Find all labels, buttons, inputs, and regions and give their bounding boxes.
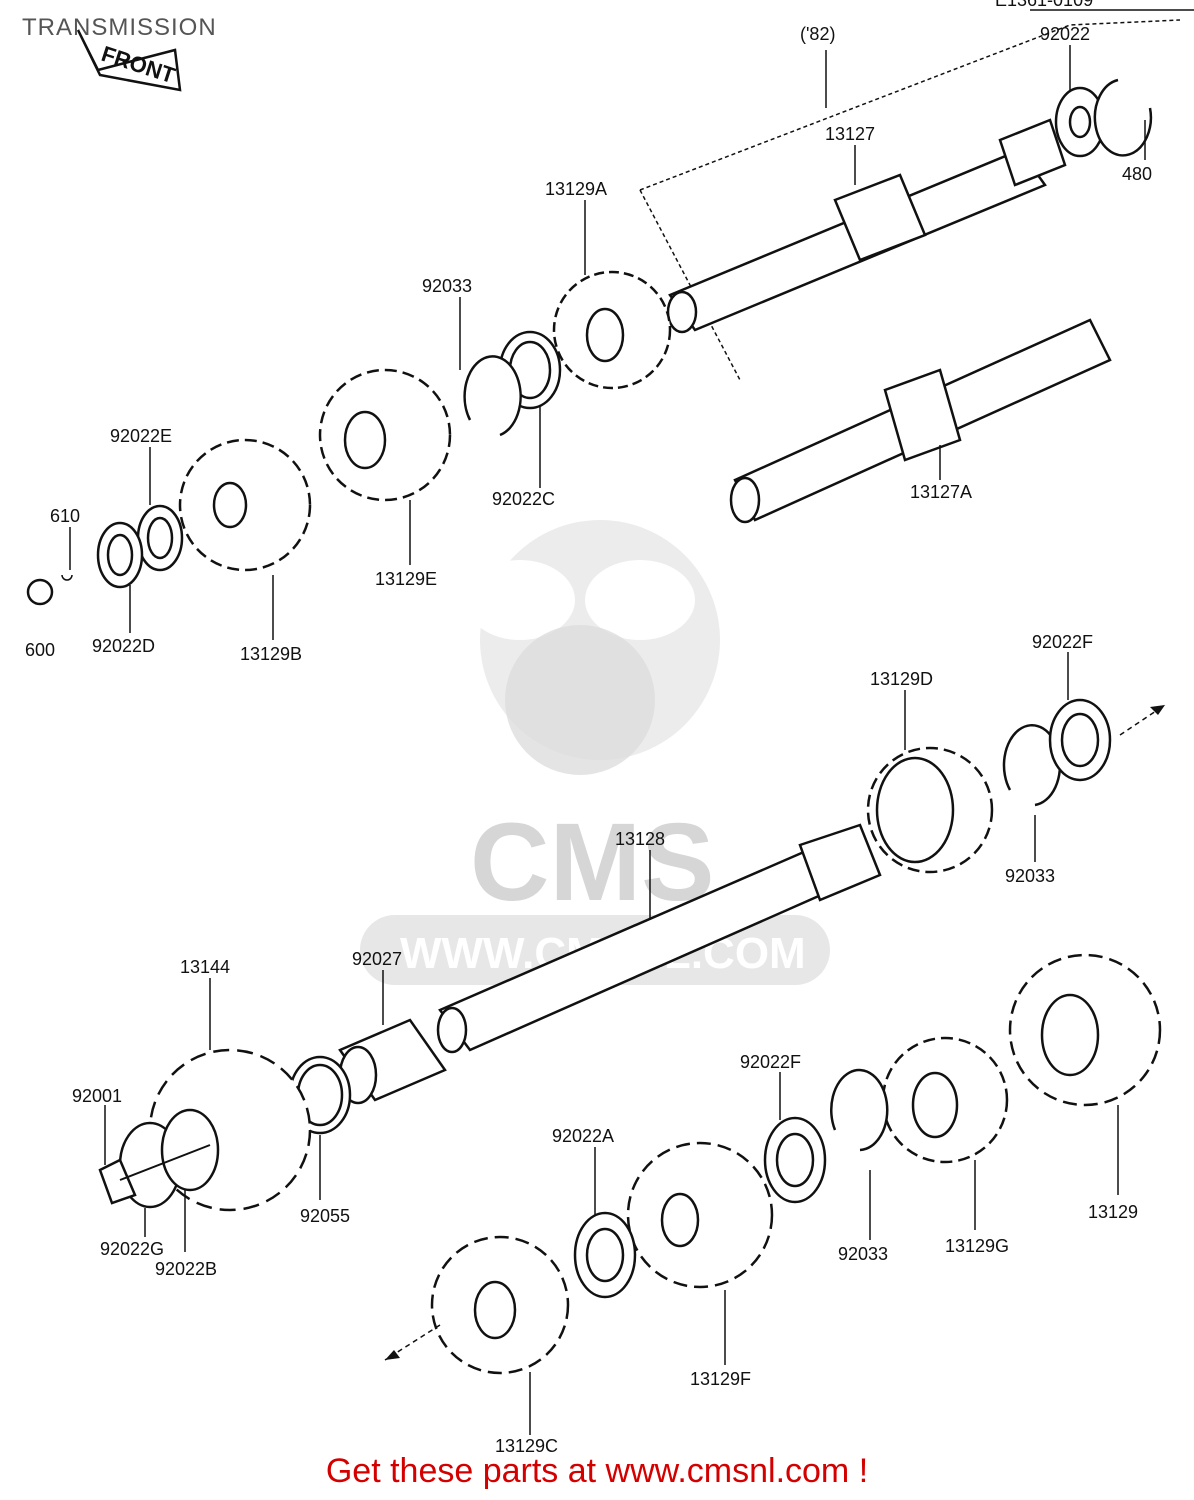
label-610: 610 [50, 506, 80, 526]
label-92022b: 92022B [155, 1259, 217, 1279]
circlip-480 [1093, 78, 1153, 157]
washer-92022-top [1054, 86, 1106, 158]
label-92022a: 92022A [552, 1126, 614, 1146]
gear-13129a [552, 270, 672, 390]
label-480: 480 [1122, 164, 1152, 184]
label-13129f: 13129F [690, 1369, 751, 1389]
label-92022c: 92022C [492, 489, 555, 509]
washer-92022a [573, 1211, 637, 1299]
washer-92022f-mid [763, 1116, 827, 1204]
circlip-92033-bottom [830, 1068, 889, 1152]
collar-92027 [338, 1018, 447, 1105]
input-shaft-13127a [729, 318, 1112, 524]
page-title: TRANSMISSION [22, 14, 217, 41]
diagram-code: E1361-0109 [995, 0, 1093, 10]
label-92022d: 92022D [92, 636, 155, 656]
washer-92022e [136, 504, 184, 572]
label-92055: 92055 [300, 1206, 350, 1226]
label-13127a: 13127A [910, 482, 972, 502]
label-92022f-right: 92022F [1032, 632, 1093, 652]
label-92022e: 92022E [110, 426, 172, 446]
label-92001: 92001 [72, 1086, 122, 1106]
label-92033-right: 92033 [1005, 866, 1055, 886]
label-13144: 13144 [180, 957, 230, 977]
ball-600 [26, 578, 54, 606]
label-13128: 13128 [615, 829, 665, 849]
circlip-92033-top [463, 355, 522, 437]
label-600: 600 [25, 640, 55, 660]
label-92022f-mid: 92022F [740, 1052, 801, 1072]
year-note: ('82) [800, 24, 835, 44]
footer-text[interactable]: Get these parts at www.cmsnl.com ! [325, 1452, 869, 1490]
output-shaft-13128 [436, 823, 882, 1054]
label-13129d: 13129D [870, 669, 933, 689]
gear-13129f [626, 1141, 774, 1289]
gear-13129c [430, 1235, 570, 1375]
footer-link[interactable]: Get these parts at www.cmsnl.com ! [0, 1452, 1194, 1491]
gear-13129 [1008, 953, 1162, 1107]
label-13129: 13129 [1088, 1202, 1138, 1222]
bolt-92001 [98, 1144, 211, 1205]
part-labels: 92022 480 13127 13129A 92033 92022C 1312… [25, 24, 1152, 1456]
label-92033-top: 92033 [422, 276, 472, 296]
label-13129c: 13129C [495, 1436, 558, 1456]
label-13127: 13127 [825, 124, 875, 144]
washer-92022d [96, 521, 144, 589]
label-13129a: 13129A [545, 179, 607, 199]
gear-13129g [881, 1036, 1009, 1164]
gear-13129b [178, 438, 312, 572]
label-13129b: 13129B [240, 644, 302, 664]
part-610 [61, 574, 73, 581]
gear-13129d [866, 746, 994, 874]
watermark-logo-text: CMS [470, 801, 714, 924]
label-13129g: 13129G [945, 1236, 1009, 1256]
washer-92022f-right [1048, 698, 1112, 782]
label-92022-top: 92022 [1040, 24, 1090, 44]
label-92033-bottom: 92033 [838, 1244, 888, 1264]
label-13129e: 13129E [375, 569, 437, 589]
washer-92022b [160, 1108, 220, 1192]
gear-13129e [318, 368, 452, 502]
leader-lines [69, 45, 1146, 1435]
circlip-92033-right [1002, 724, 1062, 807]
label-92027: 92027 [352, 949, 402, 969]
label-92022g: 92022G [100, 1239, 164, 1259]
input-shaft-82 [666, 118, 1067, 334]
